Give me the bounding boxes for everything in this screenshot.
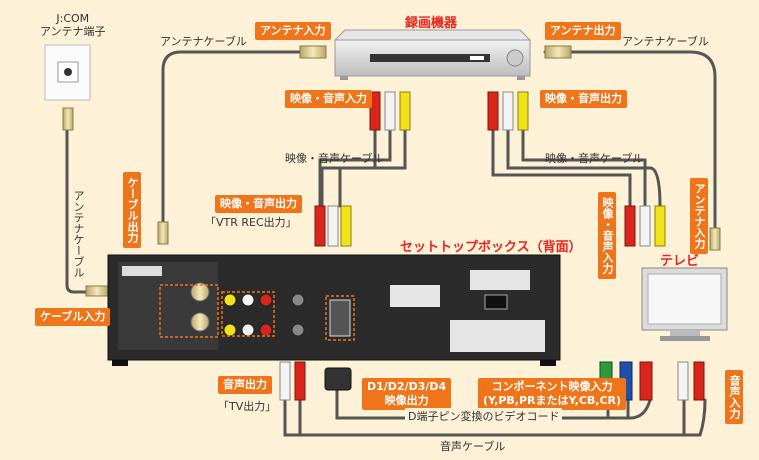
av-cable-right — [506, 128, 662, 208]
label-av-in: 映像・音声入力 — [285, 90, 372, 108]
note-av-cable-left: 映像・音声ケーブル — [285, 152, 384, 165]
recorder-device — [299, 29, 572, 80]
audio-cable — [283, 398, 707, 437]
stb-bottom-plugs — [279, 361, 352, 401]
note-vtr-rec-out: 「VTR REC出力」 — [205, 216, 297, 229]
label-audio-in: 音声入力 — [725, 370, 743, 424]
rca-plugs-recorder-in — [369, 91, 411, 131]
rca-plugs-stb-out — [314, 205, 352, 247]
antenna-cable-wall — [65, 128, 88, 294]
jcom-wall-jack — [44, 44, 91, 131]
cables — [65, 50, 717, 437]
label-cable-in: ケーブル入力 — [35, 308, 111, 326]
note-d-cable: D端子ピン変換のビデオコード — [405, 408, 563, 424]
label-cable-out: ケーブル出力 — [123, 172, 141, 248]
antenna-cable-to-tv — [543, 50, 717, 230]
tv-device — [641, 267, 728, 341]
recorder-title: 録画機器 — [405, 16, 458, 31]
rca-plugs-tv-in — [624, 205, 666, 247]
tv-title: テレビ — [660, 254, 700, 269]
label-av-out-stb: 映像・音声出力 — [215, 195, 302, 213]
label-d-out: D1/D2/D3/D4 映像出力 — [362, 378, 452, 410]
av-cable-left — [318, 128, 392, 208]
label-audio-out: 音声出力 — [218, 376, 272, 394]
label-tv-antenna-in: アンテナ入力 — [690, 178, 708, 254]
note-tv-out: 「TV出力」 — [218, 400, 277, 413]
note-av-cable-right: 映像・音声ケーブル — [545, 152, 644, 165]
label-antenna-out: アンテナ出力 — [545, 22, 621, 40]
label-av-out-recorder: 映像・音声出力 — [540, 90, 627, 108]
stb-title: セットトップボックス（背面） — [400, 240, 582, 255]
note-antenna-cable-right: アンテナケーブル — [622, 35, 709, 48]
antenna-cable-to-recorder — [161, 50, 322, 227]
d-cable — [335, 388, 652, 420]
stb-back-panel — [107, 254, 561, 366]
note-audio-cable: 音声ケーブル — [440, 440, 506, 453]
jcom-port-label: J:COM アンテナ端子 — [40, 12, 106, 38]
note-antenna-cable-left: アンテナケーブル — [160, 35, 247, 48]
note-antenna-cable-vertical: アンテナケーブル — [72, 190, 85, 278]
label-tv-av-in: 映像・音声入力 — [598, 192, 616, 279]
label-component-in: コンポーネント映像入力 (Y,PB,PRまたはY,CB,CR) — [478, 378, 627, 410]
rca-plugs-recorder-out — [487, 91, 529, 131]
label-antenna-in: アンテナ入力 — [255, 22, 331, 40]
